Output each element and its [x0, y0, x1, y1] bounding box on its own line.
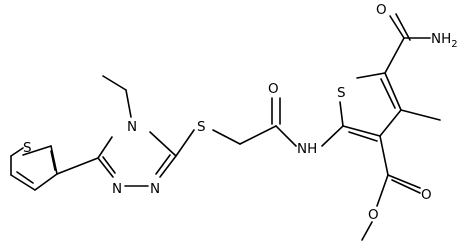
bond [10, 147, 24, 157]
bond [361, 221, 373, 241]
atom-n-triazole-1: N [112, 181, 122, 197]
bond [379, 135, 389, 176]
atom-o-amide: O [268, 81, 279, 97]
bond [34, 173, 58, 191]
bond [342, 125, 381, 137]
bond-double [16, 171, 34, 184]
bond [102, 75, 127, 91]
bond [22, 145, 52, 156]
bond [175, 129, 195, 157]
bond [10, 174, 36, 191]
bond [321, 125, 344, 147]
bond [275, 125, 297, 147]
bond [125, 89, 132, 118]
atom-s-thiophene-left: S [23, 140, 32, 156]
bond [356, 72, 386, 79]
bond [97, 136, 113, 159]
atom-o-carbamoyl: O [376, 2, 387, 18]
bond-double [155, 154, 171, 175]
bond-double [380, 78, 396, 109]
bond [212, 129, 241, 145]
bond [400, 109, 441, 121]
bond [389, 15, 405, 39]
bond [239, 125, 277, 145]
atom-s-thiophene-right: S [337, 85, 346, 101]
atom-n-ethyl: N [127, 119, 137, 135]
bond [395, 13, 411, 41]
bond [391, 179, 421, 194]
bond [97, 157, 114, 178]
subscript-2: 2 [451, 39, 457, 50]
atom-n-triazole-2: N [150, 181, 160, 197]
bond [387, 174, 421, 189]
atom-nh-amide: NH [297, 141, 317, 157]
bond [384, 37, 405, 74]
bond [379, 109, 402, 137]
atom-nh2-carbamoyl: NH2 [431, 31, 458, 50]
bond [376, 174, 389, 207]
bond-double [348, 131, 378, 142]
atom-s-thioether: S [197, 119, 206, 135]
bond [384, 72, 402, 111]
atom-o-ester-methoxy: O [368, 207, 379, 223]
bond [50, 145, 58, 175]
bond-double [102, 156, 116, 174]
bond [56, 157, 99, 175]
bond [159, 155, 177, 178]
bond-double [50, 150, 56, 171]
atom-o-ester-carbonyl: O [421, 187, 432, 203]
bond [149, 131, 177, 157]
bond [339, 101, 344, 127]
